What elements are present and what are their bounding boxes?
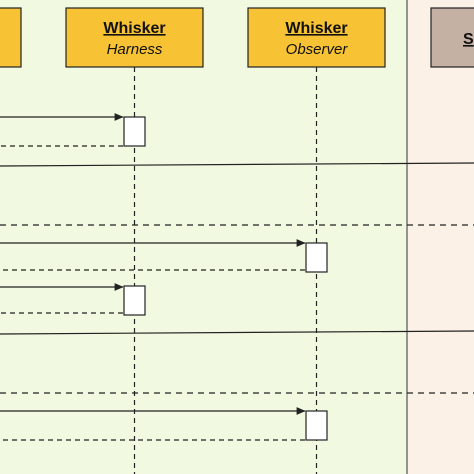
participant-right-partial: S [430, 7, 474, 68]
harness-title: Whisker [103, 20, 165, 37]
activation-observer-2 [305, 410, 328, 441]
activation-harness-1 [123, 116, 146, 147]
participant-harness: Whisker Harness [65, 7, 204, 68]
participant-observer: Whisker Observer [247, 7, 386, 68]
message-long-1 [0, 162, 474, 167]
harness-subtitle: Harness [107, 41, 163, 58]
left-region [0, 0, 407, 474]
right-partial-title: S [463, 31, 474, 48]
right-region [407, 0, 474, 474]
message-long-2 [0, 330, 474, 335]
activation-harness-2 [123, 285, 146, 316]
participant-left-partial [0, 7, 22, 68]
activation-observer-1 [305, 242, 328, 273]
observer-subtitle: Observer [286, 41, 349, 58]
observer-title: Whisker [285, 20, 347, 37]
